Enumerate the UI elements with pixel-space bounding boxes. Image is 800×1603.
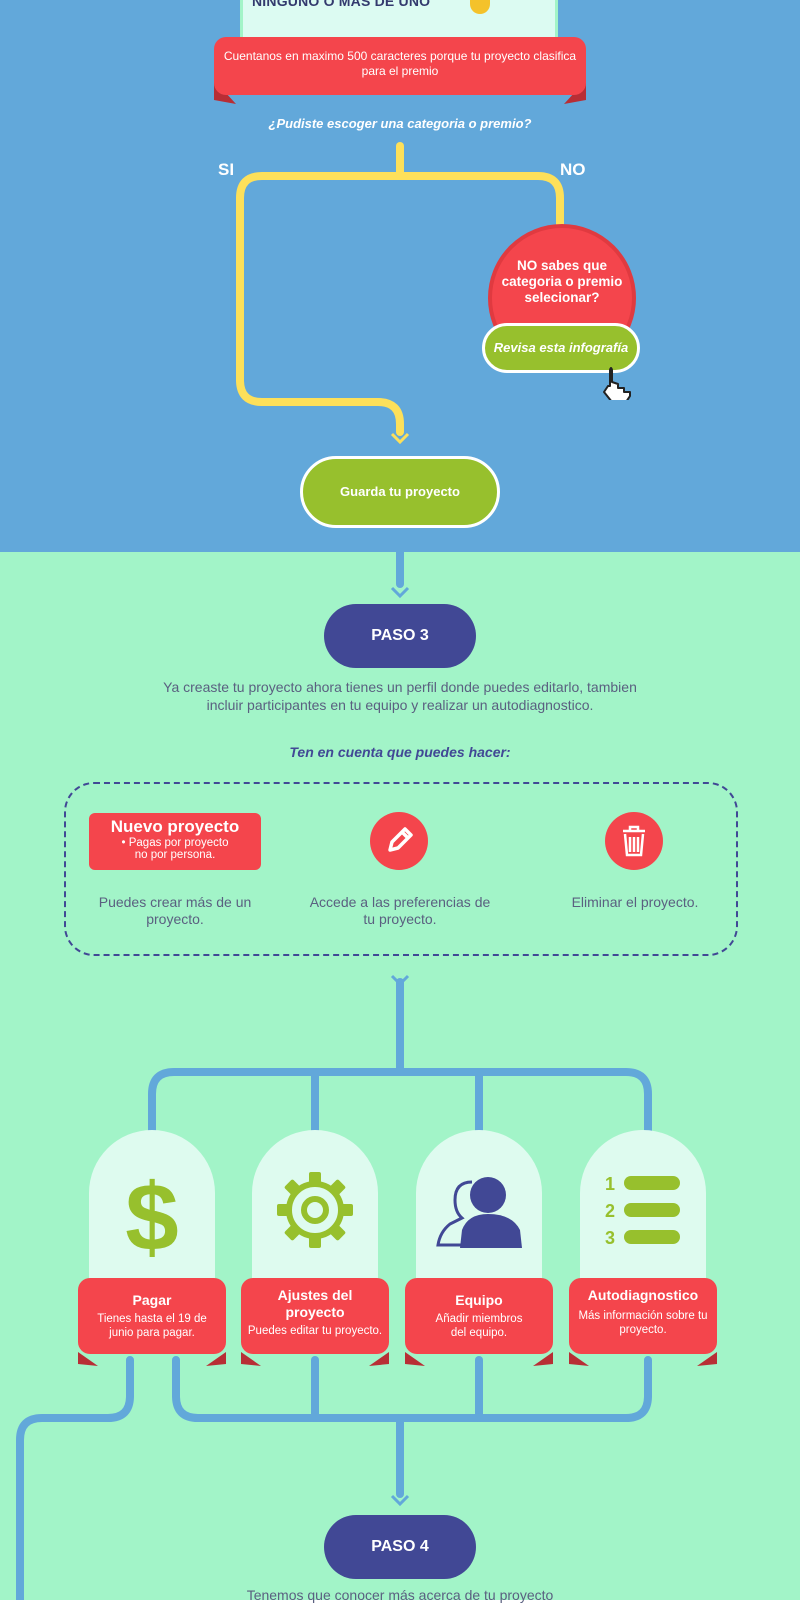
category-card-text: NINGUNO O MÁS DE UNO — [252, 0, 431, 9]
review-infographic-button[interactable]: Revisa esta infografía — [482, 323, 640, 373]
action-card-ajustes[interactable] — [252, 1130, 378, 1296]
action-card-equipo[interactable] — [416, 1130, 542, 1296]
yellow-si-path — [236, 172, 404, 436]
action-banner-equipo: Equipo Añadir miembros del equipo. — [405, 1278, 553, 1354]
reason-banner: Cuentanos en maximo 500 caracteres porqu… — [214, 37, 586, 95]
svg-text:1: 1 — [605, 1174, 615, 1194]
category-question: ¿Pudiste escoger una categoria o premio? — [268, 116, 532, 131]
new-project-badge[interactable]: Nuevo proyecto • Pagas por proyecto no p… — [89, 813, 261, 870]
save-project-label: Guarda tu proyecto — [340, 484, 460, 499]
reason-banner-text: Cuentanos en maximo 500 caracteres porqu… — [223, 49, 577, 78]
action-banner-pagar: Pagar Tienes hasta el 19 de junio para p… — [78, 1278, 226, 1354]
blue-arrow-1 — [390, 586, 410, 599]
svg-text:2: 2 — [605, 1201, 615, 1221]
cursor-hand-icon — [603, 367, 631, 400]
action-subtitle: Añadir miembros del equipo. — [435, 1313, 523, 1339]
trophy-icon — [470, 0, 490, 14]
action-title: Ajustes del proyecto — [277, 1287, 353, 1320]
yellow-arrow — [390, 432, 410, 445]
options-box — [64, 782, 738, 956]
action-card-pagar[interactable] — [89, 1130, 215, 1296]
new-project-title: Nuevo proyecto — [110, 817, 240, 836]
action-subtitle: Tienes hasta el 19 de junio para pagar. — [97, 1313, 207, 1339]
action-title: Autodiagnostico — [587, 1287, 699, 1303]
action-title: Equipo — [455, 1292, 503, 1308]
help-circle-text: NO sabes que categoria o premio selecion… — [501, 258, 623, 305]
step-4-badge: PASO 4 — [324, 1515, 476, 1579]
delete-description: Eliminar el proyecto. — [571, 894, 699, 910]
edit-description: Accede a las preferencias de tu proyecto… — [309, 894, 491, 927]
edit-option[interactable] — [370, 812, 428, 870]
action-banner-ajustes: Ajustes del proyecto Puedes editar tu pr… — [241, 1278, 389, 1354]
step-3-badge: PASO 3 — [324, 604, 476, 668]
save-project-button[interactable]: Guarda tu proyecto — [300, 456, 500, 528]
step-4-label: PASO 4 — [371, 1538, 429, 1555]
step-3-description: Ya creaste tu proyecto ahora tienes un p… — [163, 679, 637, 713]
action-title: Pagar — [132, 1292, 172, 1308]
new-project-subtitle: • Pagas por proyecto no por persona. — [121, 837, 229, 861]
blue-left-path — [16, 1356, 134, 1600]
yellow-no-path — [396, 172, 564, 230]
action-subtitle: Puedes editar tu proyecto. — [247, 1325, 383, 1337]
review-infographic-label: Revisa esta infografía — [493, 340, 629, 355]
delete-option[interactable] — [605, 812, 663, 870]
blue-arrow-2 — [390, 974, 410, 987]
tips-title: Ten en cuenta que puedes hacer: — [289, 744, 511, 760]
step-4-description: Tenemos que conocer más acerca de tu pro… — [246, 1587, 554, 1603]
action-subtitle: Más información sobre tu proyecto. — [578, 1310, 708, 1336]
blue-merge-bottom — [172, 1356, 652, 1422]
yes-label: SI — [218, 160, 235, 179]
trash-icon — [623, 825, 645, 857]
svg-text:$: $ — [125, 1164, 178, 1271]
blue-arrow-3 — [390, 1494, 410, 1507]
new-project-description: Puedes crear más de un proyecto. — [98, 894, 252, 927]
no-label: NO — [560, 160, 586, 179]
step-3-label: PASO 3 — [371, 627, 429, 644]
blue-branch-top — [148, 1068, 652, 1144]
svg-text:3: 3 — [605, 1228, 615, 1248]
action-banner-autodiagnostico: Autodiagnostico Más información sobre tu… — [569, 1278, 717, 1354]
pencil-icon — [388, 827, 413, 852]
